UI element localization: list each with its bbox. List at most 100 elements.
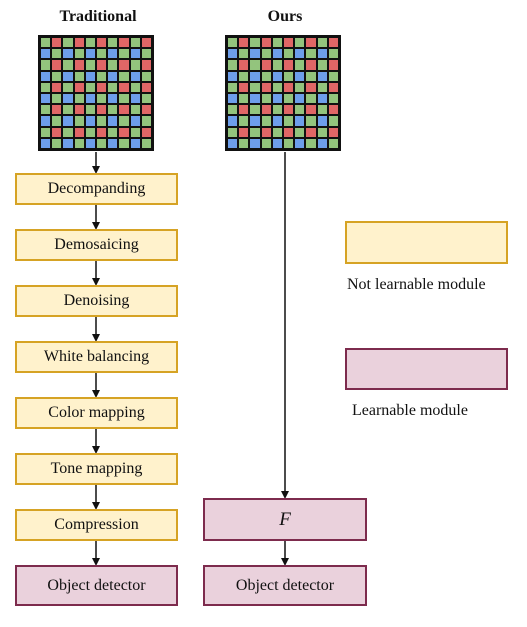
bayer-cell [306,127,316,137]
bayer-cell [295,105,305,115]
bayer-cell [108,105,118,115]
bayer-cell [306,38,316,48]
bayer-cell [130,71,140,81]
bayer-cell [228,60,238,70]
bayer-cell [328,38,338,48]
f-label: F [279,508,291,530]
bayer-cell [328,82,338,92]
bayer-cell [96,60,107,70]
pipeline-step-decompanding: Decompanding [15,173,178,205]
bayer-cell [261,105,271,115]
bayer-cell [317,82,327,92]
bayer-cell [130,49,140,59]
bayer-cell [272,138,282,148]
pipeline-step-demosaicing: Demosaicing [15,229,178,261]
bayer-cell [272,105,282,115]
bayer-cell [272,127,282,137]
bayer-cell [283,49,294,59]
bayer-cell [328,71,338,81]
bayer-cell [74,127,84,137]
bayer-cell [108,116,118,126]
bayer-cell [52,60,62,70]
bayer-cell [239,49,249,59]
bayer-cell [239,93,249,104]
bayer-cell [261,82,271,92]
bayer-cell [295,138,305,148]
bayer-cell [63,38,73,48]
bayer-cell [63,71,73,81]
bayer-cell [41,49,51,59]
bayer-cell [119,127,129,137]
bayer-cell [272,38,282,48]
bayer-cell [52,127,62,137]
bayer-cell [74,60,84,70]
bayer-cell [74,138,84,148]
bayer-cell [41,105,51,115]
bayer-cell [261,116,271,126]
legend-learnable-swatch [345,348,508,390]
bayer-cell [141,71,151,81]
bayer-cell [283,93,294,104]
bayer-cell [228,49,238,59]
bayer-cell [63,49,73,59]
bayer-cell [108,93,118,104]
bayer-cell [328,105,338,115]
bayer-cell [250,127,260,137]
bayer-cell [295,60,305,70]
bayer-cell [239,127,249,137]
bayer-cell [228,82,238,92]
bayer-cell [141,138,151,148]
bayer-cell [63,82,73,92]
bayer-cell [283,38,294,48]
bayer-cell [283,127,294,137]
bayer-cell [85,138,95,148]
bayer-cell [119,93,129,104]
bayer-cell [295,127,305,137]
bayer-cell [283,60,294,70]
bayer-cell [239,116,249,126]
bayer-cell [261,138,271,148]
bayer-cell [272,82,282,92]
bayer-cell [85,71,95,81]
bayer-cell [228,116,238,126]
bayer-cell [63,138,73,148]
legend-learnable-label: Learnable module [352,402,468,419]
bayer-cell [239,82,249,92]
bayer-cell [283,82,294,92]
bayer-cell [41,93,51,104]
bayer-cell [239,38,249,48]
bayer-cell [317,60,327,70]
bayer-cell [130,60,140,70]
pipeline-step-object-detector: Object detector [15,565,178,606]
legend-not-learnable-swatch [345,221,508,264]
bayer-cell [41,116,51,126]
bayer-cell [130,138,140,148]
pipeline-step-denoising: Denoising [15,285,178,317]
bayer-cell [295,49,305,59]
bayer-cell [317,38,327,48]
bayer-cell [261,60,271,70]
bayer-cell [306,60,316,70]
bayer-cell [261,71,271,81]
bayer-cell [228,71,238,81]
bayer-cell [63,105,73,115]
bayer-cell [250,38,260,48]
bayer-cell [119,60,129,70]
bayer-cell [119,38,129,48]
bayer-cell [141,60,151,70]
bayer-cell [74,71,84,81]
bayer-cell [52,71,62,81]
bayer-cell [272,93,282,104]
bayer-cell [317,138,327,148]
bayer-cell [52,138,62,148]
bayer-cell [63,127,73,137]
bayer-cell [239,138,249,148]
bayer-cell [41,82,51,92]
bayer-cell [63,93,73,104]
pipeline-step-compression: Compression [15,509,178,541]
bayer-cell [295,82,305,92]
bayer-cell [228,127,238,137]
bayer-cell [41,38,51,48]
bayer-cell [74,116,84,126]
